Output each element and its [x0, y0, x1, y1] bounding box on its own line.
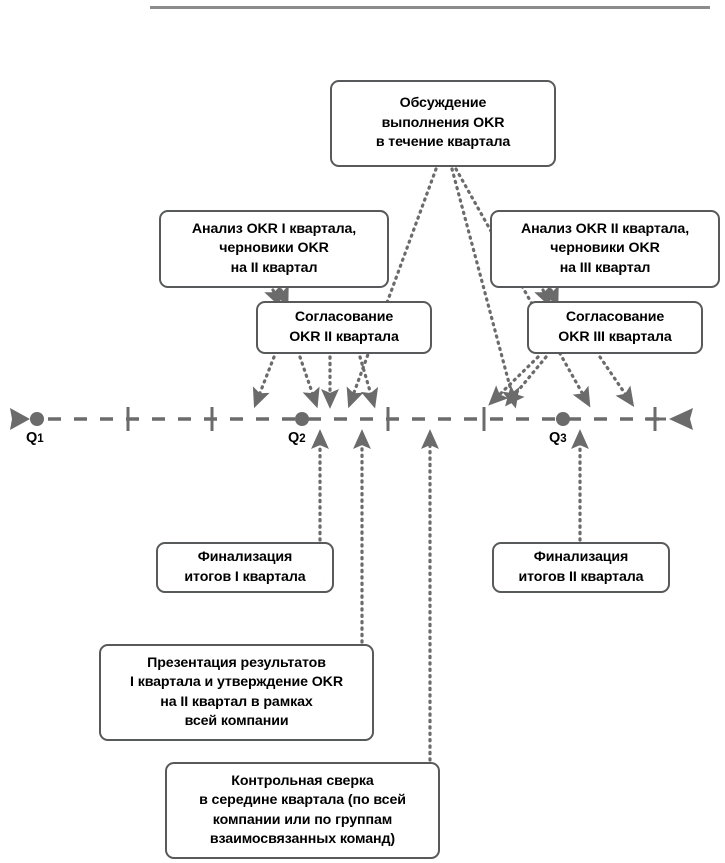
axis-label-q2-number: 2	[299, 433, 306, 445]
box-analysis-okr-q1-text: Анализ OKR I квартала, черновики OKR на …	[191, 220, 357, 276]
box-approval-okr-q2[interactable]: Согласование OKR II квартала	[256, 301, 432, 354]
connector-approvalq2-axis-4	[358, 355, 379, 409]
connector-analysisq2-to-approvalq3	[534, 285, 551, 308]
connector-approvalq2-axis-2	[298, 355, 320, 409]
axis-label-q2-letter: Q	[288, 430, 300, 446]
box-discussion-okr-quarter[interactable]: Обсуждение выполнения OKR в течение квар…	[330, 80, 556, 167]
axis-label-q3-letter: Q	[549, 430, 561, 446]
connectors	[252, 167, 635, 762]
axis-label-q3: Q3	[549, 430, 567, 446]
box-approval-okr-q2-text: Согласование OKR II квартала	[289, 309, 399, 345]
connector-discussion-to-q3b	[454, 167, 591, 408]
connector-approvalq2-axis-1	[252, 355, 276, 409]
axis-arrow-left	[10, 408, 30, 430]
top-divider-rule	[150, 6, 710, 9]
box-finalization-q1[interactable]: Финализация итогов I квартала	[156, 542, 334, 593]
box-presentation-results-q1-text: Презентация результатов I квартала и утв…	[130, 654, 343, 730]
box-finalization-q2-text: Финализация итогов II квартала	[518, 549, 644, 585]
connector-analysisq2-to-approvalq3-b	[542, 285, 559, 308]
box-analysis-okr-q2[interactable]: Анализ OKR II квартала, черновики OKR на…	[490, 210, 720, 288]
axis-label-q3-number: 3	[560, 433, 567, 445]
axis-label-q1-letter: Q	[26, 430, 38, 446]
marker-dot-q3	[556, 412, 570, 426]
box-discussion-okr-quarter-text: Обсуждение выполнения OKR в течение квар…	[375, 95, 511, 151]
marker-dot-q2	[295, 412, 309, 426]
connector-approvalq3-axis-1	[505, 355, 548, 407]
box-approval-okr-q3[interactable]: Согласование OKR III квартала	[527, 301, 703, 354]
connector-analysisq1-to-approvalq2-b	[272, 285, 289, 308]
connector-approvalq3-axis-3	[598, 355, 635, 407]
box-approval-okr-q3-text: Согласование OKR III квартала	[558, 309, 672, 345]
connector-analysisq1-to-approvalq2	[264, 285, 281, 308]
axis-label-q1: Q1	[26, 430, 44, 446]
axis-label-q1-number: 1	[37, 433, 44, 445]
axis-label-q2: Q2	[288, 430, 306, 446]
connector-discussion-to-q3a	[450, 167, 520, 409]
marker-dot-q1	[30, 412, 44, 426]
box-finalization-q1-text: Финализация итогов I квартала	[184, 549, 306, 585]
axis-arrow-right	[669, 408, 693, 430]
connector-discussion-to-q2	[346, 167, 438, 409]
box-mid-quarter-check[interactable]: Контрольная сверка в середине квартала (…	[165, 762, 440, 859]
box-analysis-okr-q2-text: Анализ OKR II квартала, черновики OKR на…	[520, 220, 690, 276]
timeline-axis	[10, 407, 693, 431]
box-finalization-q2[interactable]: Финализация итогов II квартала	[492, 542, 670, 593]
box-analysis-okr-q1[interactable]: Анализ OKR I квартала, черновики OKR на …	[159, 210, 389, 288]
box-presentation-results-q1[interactable]: Презентация результатов I квартала и утв…	[99, 644, 374, 741]
box-mid-quarter-check-text: Контрольная сверка в середине квартала (…	[199, 772, 406, 848]
